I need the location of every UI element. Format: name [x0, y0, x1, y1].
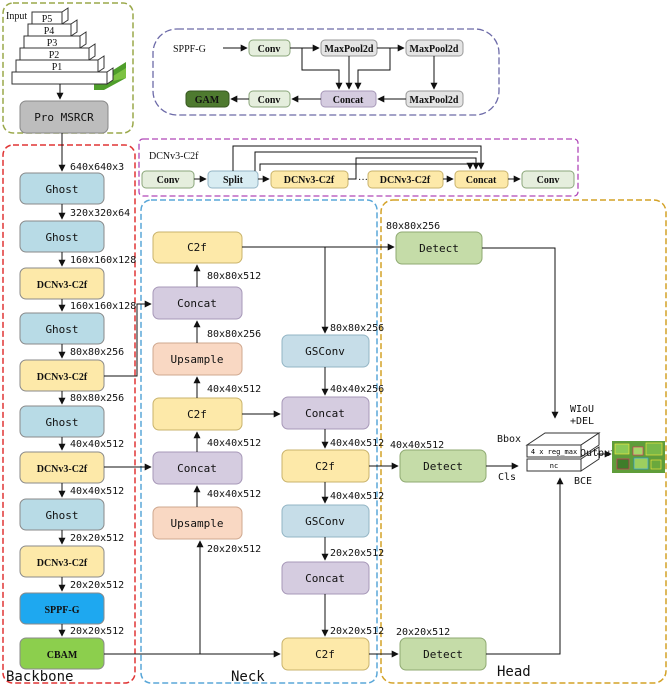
svg-text:GSConv: GSConv [305, 345, 345, 358]
backbone-ghost-4-label: Ghost [45, 416, 78, 429]
backbone-dim-8: 20x20x512 [70, 533, 124, 544]
svg-text:80x80x256: 80x80x256 [330, 323, 384, 334]
svg-text:Conv: Conv [537, 175, 560, 186]
svg-text:Concat: Concat [177, 297, 217, 310]
svg-text:Upsample: Upsample [171, 353, 224, 366]
svg-text:C2f: C2f [187, 241, 207, 254]
dcn-conv-2 [521, 170, 575, 189]
svg-text:40x40x512: 40x40x512 [330, 491, 384, 502]
backbone-dim-2: 160x160x128 [70, 255, 136, 266]
neck-region [140, 199, 378, 684]
level-p3: P3 [47, 38, 58, 49]
backbone-dcnv3-c2f-2-label: DCNv3-C2f [37, 372, 88, 383]
backbone-dim-7: 40x40x512 [70, 486, 124, 497]
backbone-dcnv3-c2f-3-label: DCNv3-C2f [37, 464, 88, 475]
svg-text:Conv: Conv [157, 175, 180, 186]
backbone-dim-0: 640x640x3 [70, 162, 124, 173]
pro-msrcr-label: Pro MSRCR [34, 111, 94, 124]
dcn-region [138, 138, 579, 197]
backbone-dim-1: 320x320x64 [70, 208, 130, 219]
svg-text:DCNv3-C2f: DCNv3-C2f [380, 175, 431, 186]
svg-text:Concat: Concat [305, 407, 345, 420]
svg-text:MaxPool2d: MaxPool2d [410, 44, 459, 55]
backbone-ghost-3-label: Ghost [45, 323, 78, 336]
svg-text:Concat: Concat [466, 175, 497, 186]
svg-text:Detect: Detect [419, 242, 459, 255]
svg-text:20x20x512: 20x20x512 [207, 544, 261, 555]
svg-text:80x80x512: 80x80x512 [207, 271, 261, 282]
svg-text:C2f: C2f [315, 648, 335, 661]
backbone-nodes: GhostGhostDCNv3-C2fGhostDCNv3-C2fGhostDC… [19, 133, 136, 670]
pro-msrcr-node [19, 100, 109, 134]
sppf-gam [185, 90, 230, 108]
input-label: Input [6, 11, 27, 22]
level-p4: P4 [44, 26, 55, 37]
head-label: Head [497, 664, 531, 680]
level-p1: P1 [52, 62, 63, 73]
backbone-dim-3: 160x160x128 [70, 301, 136, 312]
svg-text:MaxPool2d: MaxPool2d [410, 95, 459, 106]
svg-text:Detect: Detect [423, 648, 463, 661]
svg-text:80x80x256: 80x80x256 [207, 329, 261, 340]
bbox-box [525, 432, 601, 458]
svg-text:4 x reg_max: 4 x reg_max [531, 448, 577, 456]
svg-text:Detect: Detect [423, 460, 463, 473]
neck-label: Neck [231, 669, 265, 685]
head-region [380, 199, 667, 684]
output-image [612, 441, 665, 473]
backbone-ghost-5-label: Ghost [45, 509, 78, 522]
backbone-sppf-g-label: SPPF-G [45, 605, 80, 616]
svg-text:20x20x512: 20x20x512 [330, 548, 384, 559]
svg-text:Split: Split [223, 175, 244, 186]
svg-text:Concat: Concat [177, 462, 217, 475]
backbone-dim-4: 80x80x256 [70, 347, 124, 358]
svg-text:40x40x512: 40x40x512 [390, 440, 444, 451]
svg-text:Upsample: Upsample [171, 517, 224, 530]
svg-text:MaxPool2d: MaxPool2d [325, 44, 374, 55]
svg-text:GSConv: GSConv [305, 515, 345, 528]
svg-text:40x40x512: 40x40x512 [330, 438, 384, 449]
bbox-label: Bbox [497, 434, 521, 445]
svg-text:C2f: C2f [315, 460, 335, 473]
dcn-title: DCNv3-C2f [149, 151, 199, 162]
bce-label: BCE [574, 476, 592, 487]
svg-text:DCNv3-C2f: DCNv3-C2f [284, 175, 335, 186]
svg-text:Concat: Concat [305, 572, 345, 585]
svg-text:Conv: Conv [258, 44, 281, 55]
svg-text:40x40x256: 40x40x256 [330, 384, 384, 395]
svg-text:40x40x512: 40x40x512 [207, 384, 261, 395]
level-p2: P2 [49, 50, 60, 61]
backbone-dim-9: 20x20x512 [70, 580, 124, 591]
svg-text:C2f: C2f [187, 408, 207, 421]
svg-text:80x80x256: 80x80x256 [386, 221, 440, 232]
backbone-dim-10: 20x20x512 [70, 626, 124, 637]
backbone-dcnv3-c2f-4-label: DCNv3-C2f [37, 558, 88, 569]
svg-text:Conv: Conv [258, 95, 281, 106]
backbone-ghost-1-label: Ghost [45, 183, 78, 196]
level-p5: P5 [42, 14, 53, 25]
svg-text:20x20x512: 20x20x512 [330, 626, 384, 637]
cls-box [526, 446, 600, 472]
svg-text:40x40x512: 40x40x512 [207, 489, 261, 500]
backbone-cbam-label: CBAM [47, 650, 78, 661]
svg-text:nc: nc [550, 462, 558, 470]
backbone-dcnv3-c2f-1-label: DCNv3-C2f [37, 280, 88, 291]
backbone-label: Backbone [6, 669, 73, 685]
del-label: +DEL [570, 416, 594, 427]
backbone-ghost-2-label: Ghost [45, 231, 78, 244]
backbone-dim-5: 80x80x256 [70, 393, 124, 404]
backbone-dim-6: 40x40x512 [70, 439, 124, 450]
sppf-region [152, 28, 500, 116]
svg-text:GAM: GAM [195, 95, 220, 106]
cls-label: Cls [498, 472, 516, 483]
dcn-ellipsis: ··· [358, 175, 368, 186]
input-pyramid [11, 7, 114, 85]
wiou-label: WIoU [570, 404, 594, 415]
svg-text:40x40x512: 40x40x512 [207, 438, 261, 449]
sppf-title: SPPF-G [173, 44, 206, 55]
svg-text:Concat: Concat [333, 95, 364, 106]
svg-text:20x20x512: 20x20x512 [396, 627, 450, 638]
backbone-region [2, 144, 136, 684]
